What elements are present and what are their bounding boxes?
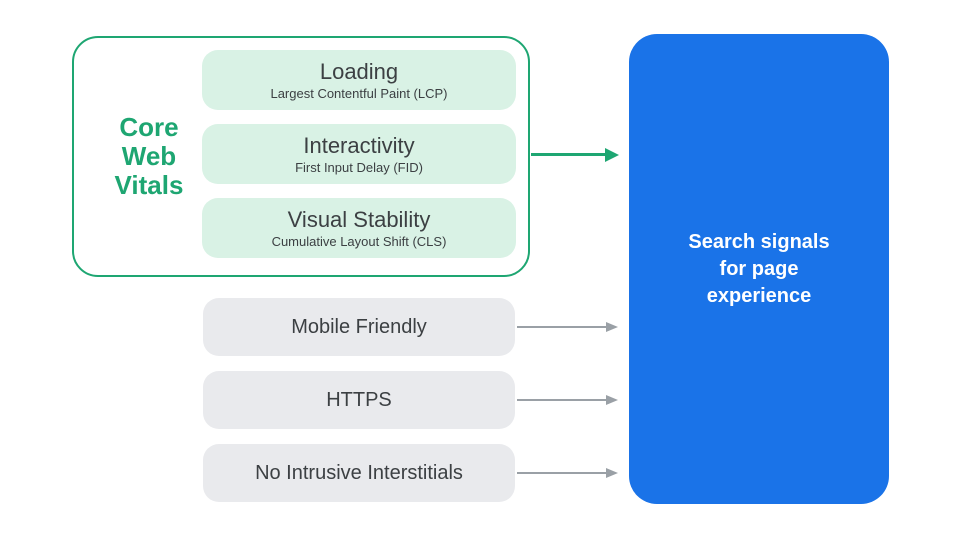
search-signals-label: Search signals for page experience [688, 230, 830, 307]
vital-subtitle: Cumulative Layout Shift (CLS) [271, 233, 447, 249]
signal-label: HTTPS [326, 388, 392, 411]
vital-title: Loading [319, 58, 399, 84]
vital-card-loading: Loading Largest Contentful Paint (LCP) [202, 50, 516, 110]
arrow-right-icon [517, 321, 618, 333]
signal-label: No Intrusive Interstitials [255, 461, 463, 484]
core-web-vitals-label: Core Web Vitals [114, 112, 184, 200]
vital-card-interactivity: Interactivity First Input Delay (FID) [202, 124, 516, 184]
arrow-head [606, 322, 618, 332]
arrow-right-icon [531, 148, 619, 162]
vital-subtitle: First Input Delay (FID) [295, 159, 423, 175]
signal-card-no-intrusive-interstitials: No Intrusive Interstitials [203, 444, 515, 502]
vital-title: Interactivity [303, 132, 415, 158]
signal-label: Mobile Friendly [291, 315, 427, 338]
arrow-shaft [531, 153, 606, 156]
signal-card-mobile-friendly: Mobile Friendly [203, 298, 515, 356]
core-web-vitals-group: Core Web Vitals Loading Largest Contentf… [72, 36, 530, 277]
arrow-head [606, 468, 618, 478]
signal-card-https: HTTPS [203, 371, 515, 429]
vital-subtitle: Largest Contentful Paint (LCP) [270, 85, 448, 101]
vital-card-visual-stability: Visual Stability Cumulative Layout Shift… [202, 198, 516, 258]
arrow-shaft [517, 399, 606, 401]
arrow-shaft [517, 472, 606, 474]
arrow-right-icon [517, 394, 618, 406]
search-signals-panel: Search signals for page experience [629, 34, 889, 504]
arrow-head [606, 395, 618, 405]
arrow-head [605, 148, 619, 162]
arrow-right-icon [517, 467, 618, 479]
arrow-shaft [517, 326, 606, 328]
vital-title: Visual Stability [287, 206, 431, 232]
